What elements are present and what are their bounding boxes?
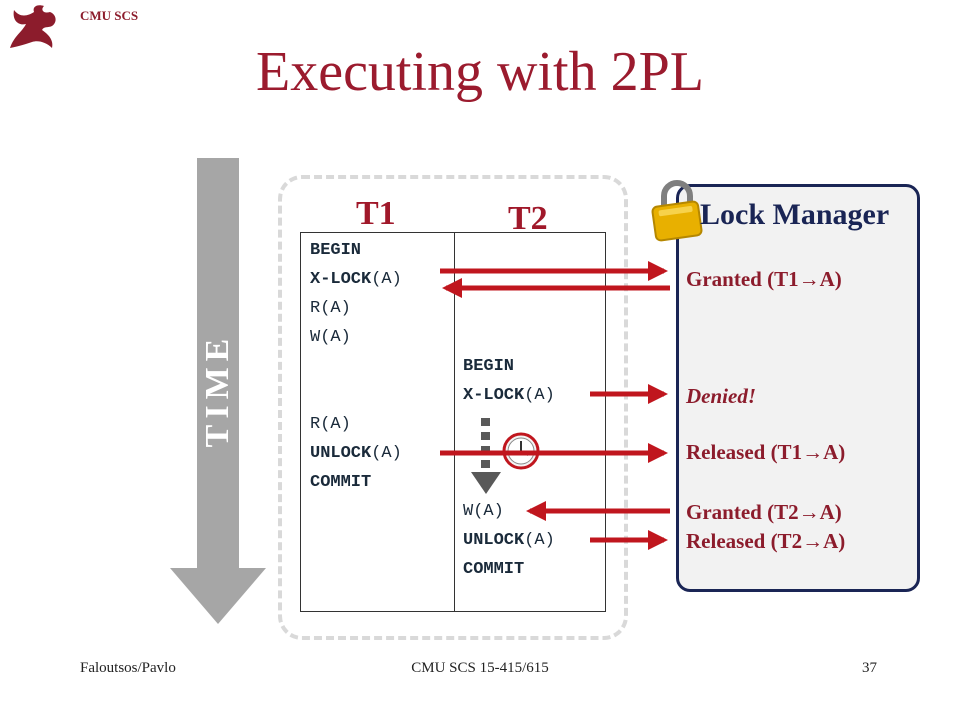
t2-header: T2 (508, 200, 548, 237)
lock-manager-title: Lock Manager (700, 198, 890, 231)
footer-author: Faloutsos/Pavlo (80, 660, 176, 676)
lock-response: Released (T1→A) (686, 440, 846, 464)
t2-op: W(A) (463, 502, 504, 521)
footer-course: CMU SCS 15-415/615 (411, 660, 549, 676)
t1-op: R(A) (310, 415, 351, 434)
t1-op: X-LOCK(A) (310, 270, 402, 289)
t2-op: UNLOCK(A) (463, 531, 555, 550)
t1-op: COMMIT (310, 473, 372, 492)
lock-response: Granted (T2→A) (686, 500, 842, 524)
schedule-table: BEGIN X-LOCK(A) R(A) W(A) R(A) UNLOCK(A)… (300, 232, 606, 612)
padlock-icon (651, 180, 703, 242)
slide-title: Executing with 2PL (256, 41, 704, 103)
lock-response: Released (T2→A) (686, 529, 846, 553)
t2-op: COMMIT (463, 560, 525, 579)
time-arrow (170, 158, 266, 624)
column-divider (454, 233, 455, 611)
t1-op: BEGIN (310, 241, 362, 260)
t2-op: BEGIN (463, 357, 515, 376)
page-number: 37 (862, 660, 877, 676)
lock-response: Denied! (686, 384, 756, 408)
cmu-dragon-logo-icon (10, 5, 56, 48)
org-label: CMU SCS (80, 8, 139, 23)
t1-op: R(A) (310, 299, 351, 318)
t1-header: T1 (356, 195, 396, 232)
t1-op: UNLOCK(A) (310, 444, 402, 463)
lock-manager-box (676, 184, 920, 592)
t1-op: W(A) (310, 328, 351, 347)
t2-op: X-LOCK(A) (463, 386, 555, 405)
lock-response: Granted (T1→A) (686, 267, 842, 291)
transaction-group-box (278, 175, 628, 640)
